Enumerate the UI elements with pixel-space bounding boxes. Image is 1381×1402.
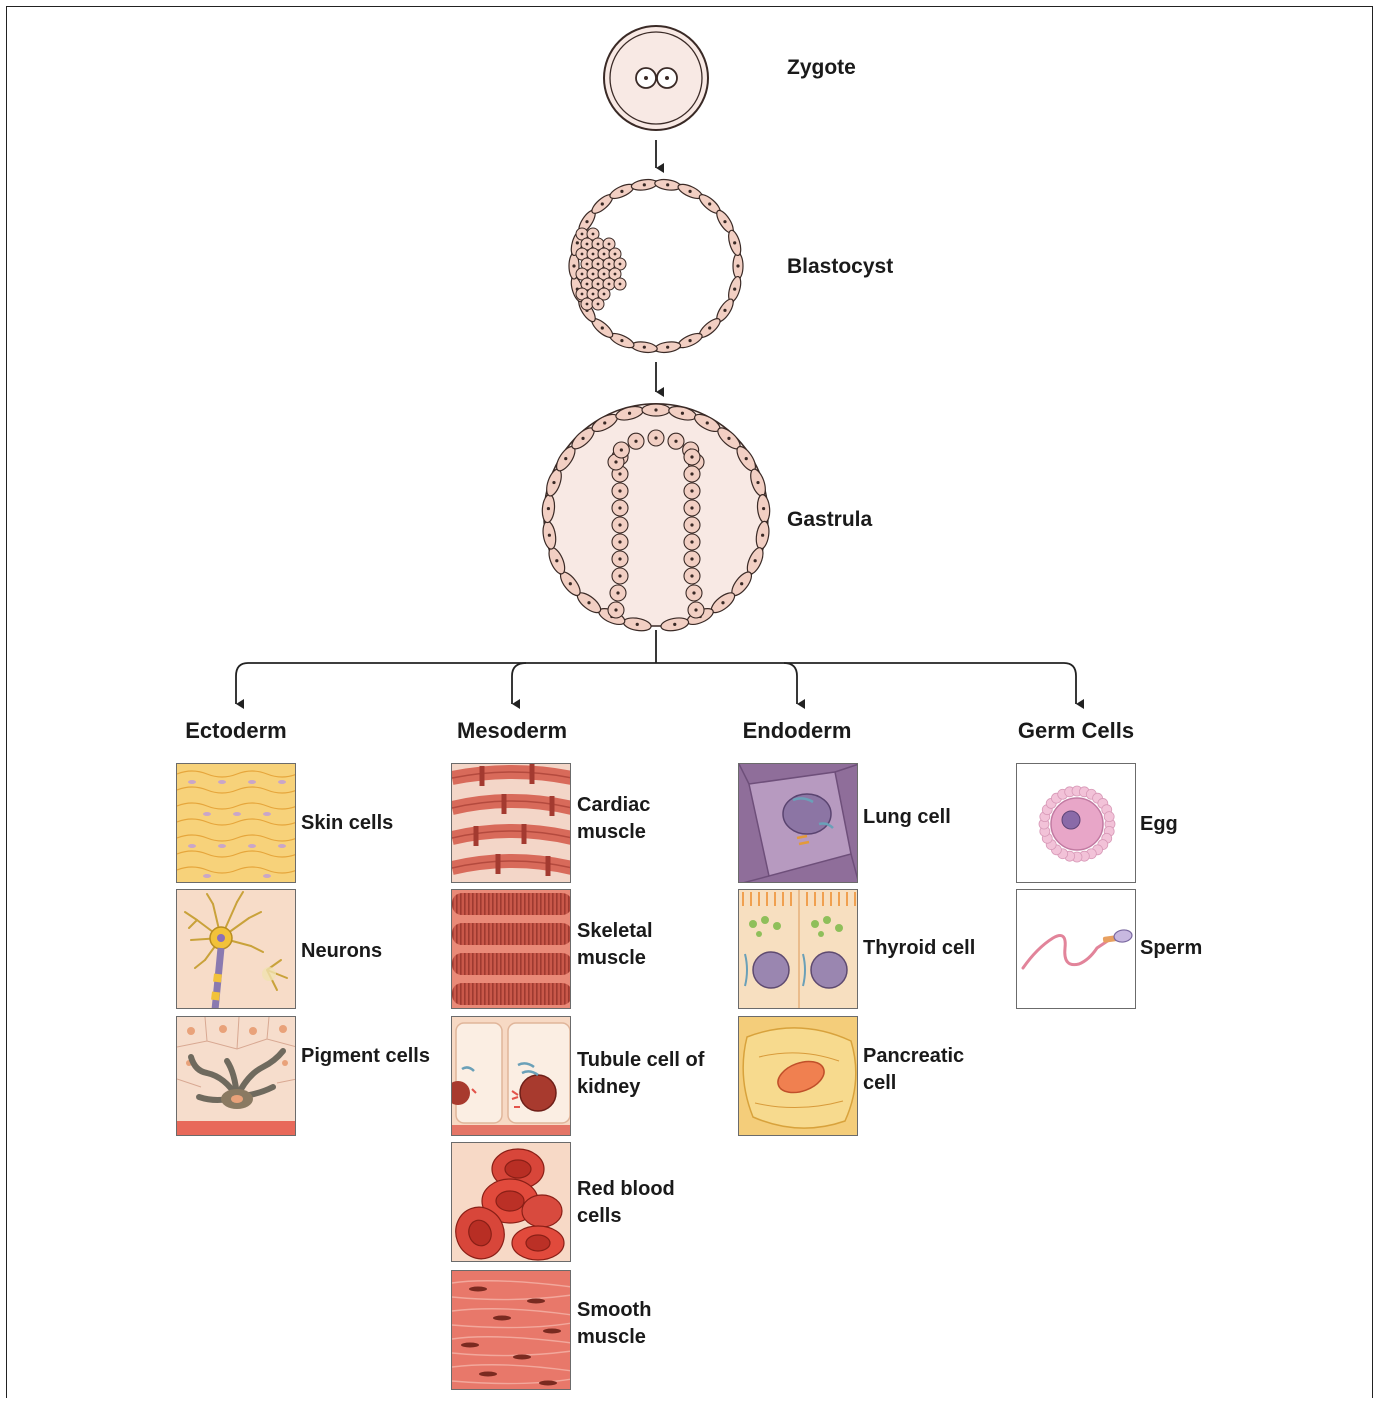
column-title-endoderm: Endoderm bbox=[743, 718, 852, 744]
cell-label-skin-cells: Skin cells bbox=[301, 810, 441, 837]
lung-cell-image bbox=[738, 763, 858, 883]
red-blood-cells-image bbox=[451, 1142, 571, 1262]
column-title-germ-cells: Germ Cells bbox=[1018, 718, 1134, 744]
skeletal-muscle-image bbox=[451, 889, 571, 1009]
thyroid-cell-image bbox=[738, 889, 858, 1009]
cardiac-muscle-image bbox=[451, 763, 571, 883]
cell-label-red-blood-cells: Red blood cells bbox=[577, 1176, 717, 1230]
smooth-muscle-image bbox=[451, 1270, 571, 1390]
neurons-image bbox=[176, 889, 296, 1009]
blastocyst-icon bbox=[569, 178, 743, 354]
column-title-mesoderm: Mesoderm bbox=[457, 718, 567, 744]
stage-label-gastrula: Gastrula bbox=[787, 508, 872, 532]
cell-label-sperm: Sperm bbox=[1140, 935, 1280, 962]
cell-label-thyroid-cell: Thyroid cell bbox=[863, 935, 1003, 962]
stage-label-blastocyst: Blastocyst bbox=[787, 255, 893, 279]
cell-label-pancreatic-cell: Pancreatic cell bbox=[863, 1043, 1003, 1097]
gastrula-icon bbox=[541, 404, 771, 633]
cell-label-smooth-muscle: Smooth muscle bbox=[577, 1297, 717, 1351]
cell-label-cardiac-muscle: Cardiac muscle bbox=[577, 792, 717, 846]
sperm-image bbox=[1016, 889, 1136, 1009]
skin-cells-image bbox=[176, 763, 296, 883]
cell-label-kidney-tubule-cell: Tubule cell of kidney bbox=[577, 1047, 717, 1101]
pancreatic-cell-image bbox=[738, 1016, 858, 1136]
stage-label-zygote: Zygote bbox=[787, 56, 856, 80]
cell-label-pigment-cells: Pigment cells bbox=[301, 1043, 441, 1070]
cell-label-skeletal-muscle: Skeletal muscle bbox=[577, 918, 717, 972]
egg-image bbox=[1016, 763, 1136, 883]
cell-label-neurons: Neurons bbox=[301, 938, 441, 965]
pigment-cells-image bbox=[176, 1016, 296, 1136]
zygote-icon bbox=[604, 26, 708, 130]
cell-label-lung-cell: Lung cell bbox=[863, 804, 1003, 831]
column-title-ectoderm: Ectoderm bbox=[185, 718, 286, 744]
cell-label-egg: Egg bbox=[1140, 811, 1280, 838]
kidney-tubule-cell-image bbox=[451, 1016, 571, 1136]
branch-connectors bbox=[236, 630, 1076, 704]
